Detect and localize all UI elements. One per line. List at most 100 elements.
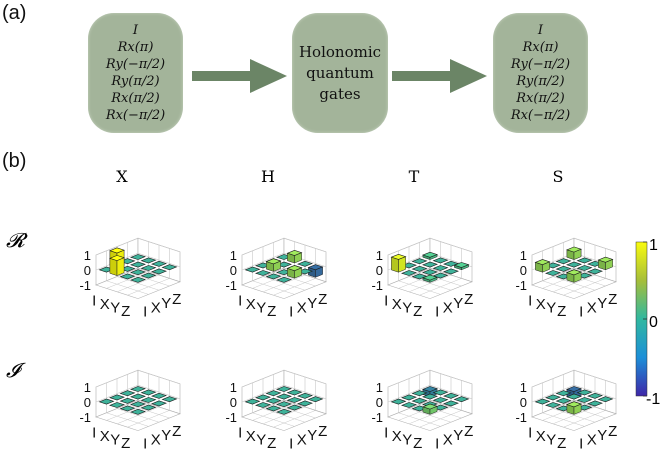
matrix-bar bbox=[151, 392, 167, 399]
floor-gridline bbox=[273, 410, 316, 428]
z-gridline bbox=[95, 237, 181, 256]
bar-top-face bbox=[411, 258, 428, 265]
floor-gridline bbox=[563, 278, 606, 296]
matrix-bar bbox=[130, 408, 146, 415]
matrix-bar bbox=[119, 397, 136, 404]
matrix-bar bbox=[597, 396, 614, 403]
matrix-bar bbox=[130, 261, 146, 268]
z-tick-label: -1 bbox=[515, 278, 527, 293]
matrix-bar bbox=[265, 258, 282, 272]
matrix-bar bbox=[587, 392, 603, 399]
matrix-bar bbox=[130, 386, 146, 392]
matrix-bar bbox=[297, 392, 313, 399]
matrix-bar bbox=[432, 257, 449, 264]
matrix-bar bbox=[286, 265, 303, 279]
matrix-bar bbox=[140, 265, 157, 271]
floor-gridline bbox=[127, 272, 170, 287]
matrix-bar bbox=[390, 253, 407, 273]
bar-top-face bbox=[255, 402, 271, 408]
bar-top-face bbox=[140, 404, 157, 411]
axis-label-row: X bbox=[536, 428, 546, 445]
colorbar-mid-label: 0 bbox=[649, 314, 658, 331]
axis-label-row: I bbox=[384, 425, 388, 442]
matrix-bar bbox=[140, 272, 157, 279]
z-tick-label: 1 bbox=[230, 380, 237, 395]
matrix-bar bbox=[545, 270, 561, 276]
z-gridline bbox=[531, 384, 617, 403]
arrow-right-icon bbox=[392, 59, 487, 93]
bar-top-face bbox=[265, 397, 282, 404]
matrix-bar bbox=[161, 396, 178, 403]
holonomic-gates-box: Holonomic quantum gates bbox=[292, 13, 388, 133]
floor-gridline bbox=[419, 410, 462, 428]
axis-label-row: X bbox=[100, 428, 110, 445]
bar-top-face bbox=[422, 393, 438, 400]
matrix-bar bbox=[151, 260, 167, 267]
axis-label-row: I bbox=[238, 293, 242, 310]
axis-label-row: Y bbox=[546, 432, 556, 449]
floor-gridline bbox=[127, 404, 170, 419]
floor-gridline bbox=[419, 278, 462, 296]
gate-item: Rx(π) bbox=[117, 40, 154, 55]
bar-top-face bbox=[432, 389, 449, 396]
bar-top-face bbox=[534, 259, 551, 266]
matrix-bar bbox=[401, 270, 417, 276]
axis-label-col: Z bbox=[172, 423, 181, 440]
bar-top-face bbox=[244, 398, 261, 405]
bar-top-face bbox=[390, 398, 407, 405]
matrix-bar bbox=[265, 390, 282, 397]
bar-top-face bbox=[453, 262, 470, 268]
bar-top-face bbox=[566, 246, 582, 253]
bar-top-face bbox=[587, 400, 603, 407]
matrix-bar bbox=[443, 268, 459, 275]
axis-label-col: Y bbox=[597, 295, 607, 312]
bar-top-face bbox=[98, 398, 115, 405]
bar-top-face bbox=[255, 270, 271, 276]
axis-label-row: Y bbox=[256, 300, 266, 317]
matrix-bar bbox=[130, 269, 146, 276]
bar-top-face bbox=[161, 264, 178, 271]
bar-top-face bbox=[297, 400, 313, 407]
z-gridline bbox=[241, 369, 327, 388]
bar-top-face bbox=[140, 397, 157, 403]
matrix-bar bbox=[411, 258, 428, 265]
bar-top-face bbox=[286, 404, 303, 411]
axis-label-row: Z bbox=[557, 303, 566, 320]
matrix-bar bbox=[534, 398, 551, 405]
matrix-bar bbox=[555, 258, 572, 265]
matrix-bar bbox=[401, 402, 417, 408]
axis-label-col: X bbox=[297, 431, 307, 448]
axis-label-row: Y bbox=[256, 432, 266, 449]
bar-top-face bbox=[422, 269, 438, 276]
matrix-bar bbox=[140, 404, 157, 411]
bar-top-face bbox=[109, 394, 125, 401]
panel-a-label: (a) bbox=[2, 2, 27, 24]
axis-label-col: X bbox=[443, 431, 453, 448]
matrix-bar bbox=[307, 264, 324, 278]
bar-top-face bbox=[140, 272, 157, 279]
matrix-bar bbox=[555, 397, 572, 404]
matrix-bar bbox=[265, 405, 282, 412]
bar-top-face bbox=[422, 403, 438, 410]
matrix-bar bbox=[130, 276, 146, 283]
bar-top-face bbox=[453, 396, 470, 403]
floor-gridline bbox=[273, 278, 316, 296]
center-line: quantum bbox=[306, 63, 374, 82]
axis-label-col: Y bbox=[453, 295, 463, 312]
axis-label-row: X bbox=[392, 296, 402, 313]
gate-item: Ry(π/2) bbox=[516, 74, 565, 89]
gate-item: Ry(−π/2) bbox=[105, 57, 166, 72]
axis-label-row: I bbox=[92, 293, 96, 310]
z-tick-label: 1 bbox=[230, 248, 237, 263]
z-gridline bbox=[387, 237, 473, 256]
bar-top-face bbox=[555, 258, 572, 265]
bar-top-face bbox=[534, 398, 551, 405]
matrix-bar bbox=[255, 394, 271, 401]
bar-top-face bbox=[286, 389, 303, 396]
matrix-bar bbox=[422, 274, 438, 283]
bar-top-face bbox=[422, 261, 438, 268]
axis-label-col: X bbox=[151, 431, 161, 448]
bar-top-face bbox=[555, 390, 572, 397]
